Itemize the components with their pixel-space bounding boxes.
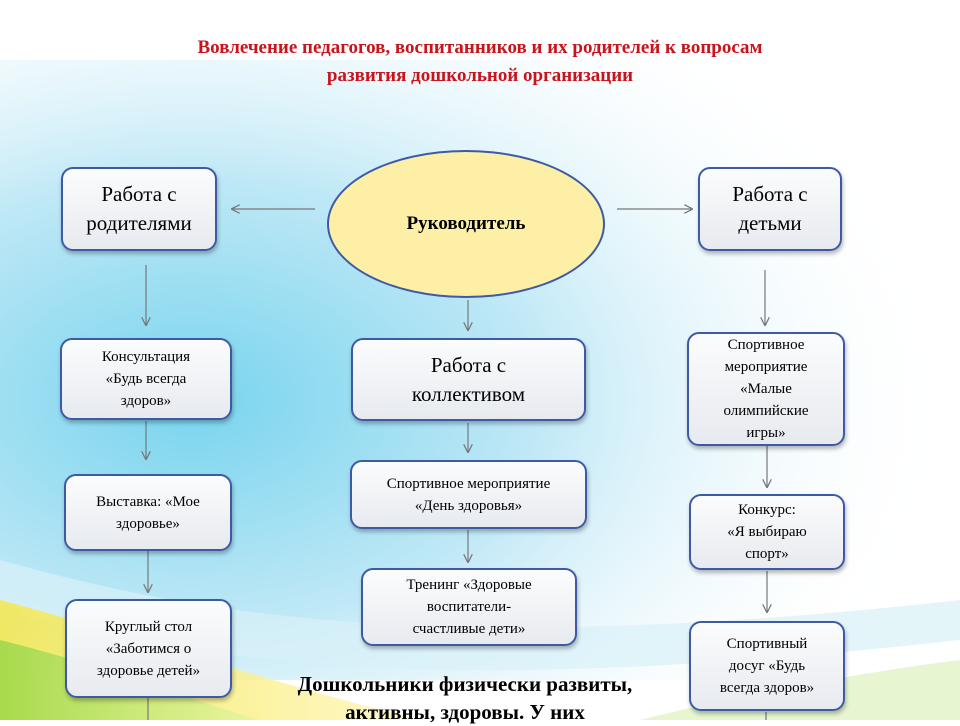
training-line: Тренинг «Здоровые bbox=[406, 577, 532, 593]
director-label: Руководитель bbox=[406, 213, 526, 234]
diagram-title: Вовлечение педагогов, воспитанников и их… bbox=[60, 34, 900, 90]
contest-line: Конкурс: bbox=[738, 502, 796, 518]
sports-leisure-line: всегда здоров» bbox=[719, 680, 815, 696]
olympics-line: игры» bbox=[746, 425, 786, 441]
exhibition-line: здоровье» bbox=[116, 515, 180, 532]
training-box: Тренинг «Здоровые воспитатели- счастливы… bbox=[361, 568, 577, 646]
olympics-line: олимпийские bbox=[723, 403, 809, 419]
children-header-line: Работа с bbox=[732, 182, 808, 206]
health-day-line: «День здоровья» bbox=[414, 497, 523, 514]
olympics-line: Спортивное bbox=[727, 337, 805, 353]
consultation-line: здоров» bbox=[120, 393, 172, 409]
sports-leisure-line: досуг «Будь bbox=[728, 658, 806, 674]
training-line: воспитатели- bbox=[426, 599, 512, 615]
olympics-line: «Малые bbox=[740, 381, 792, 397]
exhibition-box: Выставка: «Мое здоровье» bbox=[64, 474, 232, 551]
title-line-2: развития дошкольной организации bbox=[326, 65, 634, 86]
children-work-box: Работа с детьми bbox=[698, 167, 842, 251]
round-table-line: «Заботимся о bbox=[105, 640, 192, 657]
health-day-line: Спортивное мероприятие bbox=[386, 475, 551, 492]
staff-header-line: Работа с bbox=[430, 352, 507, 377]
director-ellipse: Руководитель bbox=[327, 150, 605, 298]
olympics-line: мероприятие bbox=[724, 359, 808, 375]
contest-line: спорт» bbox=[745, 546, 789, 562]
round-table-line: Круглый стол bbox=[104, 618, 193, 635]
exhibition-line: Выставка: «Мое bbox=[96, 493, 200, 510]
children-header-line: детьми bbox=[738, 211, 802, 235]
contest-line: «Я выбираю bbox=[727, 524, 807, 540]
olympics-box: Спортивное мероприятие «Малые олимпийски… bbox=[687, 332, 845, 446]
title-line-1: Вовлечение педагогов, воспитанников и их… bbox=[197, 37, 763, 58]
consultation-line: «Будь всегда bbox=[105, 371, 187, 387]
round-table-line: здоровье детей» bbox=[96, 662, 201, 679]
parents-header-line: Работа с bbox=[101, 182, 177, 206]
sports-leisure-box: Спортивный досуг «Будь всегда здоров» bbox=[689, 621, 845, 711]
parents-header-line: родителями bbox=[86, 211, 192, 235]
staff-header-line: коллективом bbox=[411, 381, 526, 406]
staff-work-box: Работа с коллективом bbox=[351, 338, 586, 421]
consultation-box: Консультация «Будь всегда здоров» bbox=[60, 338, 232, 420]
conclusion-text: Дошкольники физически развиты, активны, … bbox=[250, 670, 680, 726]
round-table-box: Круглый стол «Заботимся о здоровье детей… bbox=[65, 599, 232, 698]
consultation-line: Консультация bbox=[101, 349, 191, 365]
training-line: счастливые дети» bbox=[412, 621, 526, 637]
conclusion-line-2: активны, здоровы. У них bbox=[345, 700, 585, 724]
contest-box: Конкурс: «Я выбираю спорт» bbox=[689, 494, 845, 570]
health-day-box: Спортивное мероприятие «День здоровья» bbox=[350, 460, 587, 529]
conclusion-line-1: Дошкольники физически развиты, bbox=[297, 672, 633, 696]
parents-work-box: Работа с родителями bbox=[61, 167, 217, 251]
sports-leisure-line: Спортивный bbox=[726, 636, 808, 652]
